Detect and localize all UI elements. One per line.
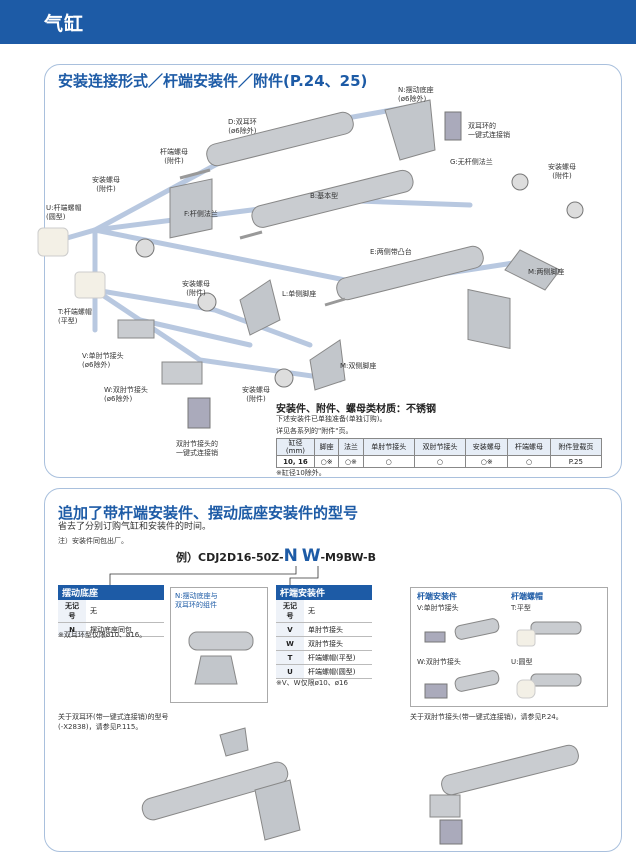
accessory-table: 缸径 (mm) 脚座 法兰 单肘节接头 双肘节接头 安装螺母 杆端螺母 附件登载… xyxy=(276,438,603,468)
label-mount-nut-left: 安装螺母 (附件) xyxy=(92,176,120,193)
rod-accessory-panel: 杆端安装件 杆端螺帽 V:单肘节接头 W:双肘节接头 T:平型 U:圆型 xyxy=(410,587,608,707)
label-w-knuckle: W:双肘节接头 (ø6除外) xyxy=(104,386,148,403)
panel-w: W:双肘节接头 xyxy=(417,658,461,666)
table-header: 杆端螺母 xyxy=(507,438,551,456)
panel-v: V:单肘节接头 xyxy=(417,604,459,612)
table-header: 安装螺母 xyxy=(465,438,509,456)
label-v-knuckle: V:单肘节接头 (ø6除外) xyxy=(82,352,124,369)
table-footnote: ※缸径10除外。 xyxy=(276,469,326,477)
table-cell: ○ xyxy=(507,455,551,468)
label-mount-nut-bottom: 安装螺母 (附件) xyxy=(242,386,270,403)
table-cell: 单肘节接头 xyxy=(304,622,372,637)
model-example: 例）CDJ2D16-50Z-N W-M9BW-B xyxy=(176,546,376,566)
panel-images xyxy=(424,618,582,699)
label-knuckle-pin: 双肘节接头的 一键式连接销 xyxy=(176,440,218,457)
table-header: 附件登载页 xyxy=(549,438,603,456)
table-cell: 无记号 xyxy=(276,600,304,623)
label-u-cap: U:杆端螺帽 (圆型) xyxy=(46,204,82,221)
table-cell: 无记号 xyxy=(58,600,86,623)
page-title: 气缸 xyxy=(44,13,85,35)
table-cell: 双肘节接头 xyxy=(304,636,372,651)
label-e-trunnion: E:两侧带凸台 xyxy=(370,248,412,256)
n-product-box: N:摆动底座与 双耳环的组件 xyxy=(170,587,268,703)
table-row: 10, 16 ○※ ○※ ○ ○ ○※ ○ P.25 xyxy=(276,455,603,468)
table-cell: ○※ xyxy=(313,455,340,468)
table-cell: 无 xyxy=(86,600,164,623)
bottom-left-note: 关于双耳环(带一键式连接销)的型号 (-X2838)，请参见P.115。 xyxy=(58,713,169,731)
example-w: W xyxy=(301,546,321,566)
label-mount-nut-mid: 安装螺母 (附件) xyxy=(182,280,210,297)
label-l-foot: L:单侧脚座 xyxy=(282,290,317,298)
table-header: 脚座 xyxy=(313,438,340,456)
table-header: 单肘节接头 xyxy=(362,438,415,456)
table-row: 无记号无 xyxy=(58,600,164,623)
label-f-flange: F:杆侧法兰 xyxy=(184,210,218,218)
label-g-flange: G:无杆侧法兰 xyxy=(450,158,493,166)
label-t-cap: T:杆端螺帽 (平型) xyxy=(58,308,92,325)
table-header: 法兰 xyxy=(338,438,364,456)
table-header: 缸径 (mm) xyxy=(276,438,315,456)
swing-note: ※双耳环型仅限ø10、ø16。 xyxy=(58,631,147,639)
panel-u: U:圆型 xyxy=(511,658,533,666)
label-d-clevis: D:双耳环 (ø6除外) xyxy=(228,118,257,135)
table-header: 双肘节接头 xyxy=(413,438,467,456)
example-n: N xyxy=(283,546,298,566)
table-header-row: 缸径 (mm) 脚座 法兰 单肘节接头 双肘节接头 安装螺母 杆端螺母 附件登载… xyxy=(276,438,603,456)
table-cell: N xyxy=(58,622,86,637)
model-section-title: 追加了带杆端安装件、摆动底座安装件的型号 xyxy=(58,504,359,522)
label-rod-nut-top: 杆端螺母 (附件) xyxy=(160,148,188,165)
table-cell: T xyxy=(276,650,304,665)
example-prefix: 例）CDJ2D16-50Z- xyxy=(176,551,284,564)
material-note-1: 下述安装件已单独准备(单独订购)。 xyxy=(276,415,387,423)
model-subtitle: 省去了分别订购气缸和安装件的时间。 xyxy=(58,522,212,532)
table-cell: U xyxy=(276,664,304,679)
material-note-2: 详见各系列的"附件"页。 xyxy=(276,427,353,435)
table-cell: 无 xyxy=(304,600,372,623)
n-product-image xyxy=(188,631,254,685)
material-title: 安装件、附件、螺母类材质：不锈钢 xyxy=(276,404,436,415)
table-row: 无记号无 xyxy=(276,600,372,623)
panel-t: T:平型 xyxy=(511,604,531,612)
label-b-basic: B:基本型 xyxy=(310,192,339,200)
n-box-label: N:摆动底座与 双耳环的组件 xyxy=(175,592,218,609)
table-cell: W xyxy=(276,636,304,651)
bottom-right-note: 关于双肘节接头(带一键式连接销)，请参见P.24。 xyxy=(410,713,563,721)
swing-bar: 摆动底座 xyxy=(58,585,164,600)
table-cell: ○※ xyxy=(338,455,364,468)
page-header: 气缸 xyxy=(0,0,636,44)
label-n-swing: N:摆动底座 (ø6除外) xyxy=(398,86,434,103)
panel-col2: 杆端螺帽 xyxy=(511,592,543,601)
rod-note: ※V、W仅限ø10、ø16 xyxy=(276,679,348,687)
label-mount-nut-right: 安装螺母 (附件) xyxy=(548,163,576,180)
label-m-double-clevis: M:双侧脚座 xyxy=(340,362,377,370)
table-cell: 杆端螺帽(平型) xyxy=(304,650,372,665)
label-m-double-foot: M:两侧脚座 xyxy=(528,268,565,276)
table-cell: 杆端螺帽(圆型) xyxy=(304,664,372,679)
label-clevis-pin: 双耳环的 一键式连接销 xyxy=(468,122,510,139)
table-cell: 摆动底座同包 xyxy=(86,622,164,637)
mounting-section-title: 安装连接形式／杆端安装件／附件(P.24、25) xyxy=(58,72,368,90)
example-suffix: -M9BW-B xyxy=(320,551,377,564)
model-note: 注）安装件同包出厂。 xyxy=(58,537,128,545)
panel-col1: 杆端安装件 xyxy=(417,592,457,601)
rod-bar: 杆端安装件 xyxy=(276,585,372,600)
table-cell: V xyxy=(276,622,304,637)
table-cell: P.25 xyxy=(549,455,603,468)
